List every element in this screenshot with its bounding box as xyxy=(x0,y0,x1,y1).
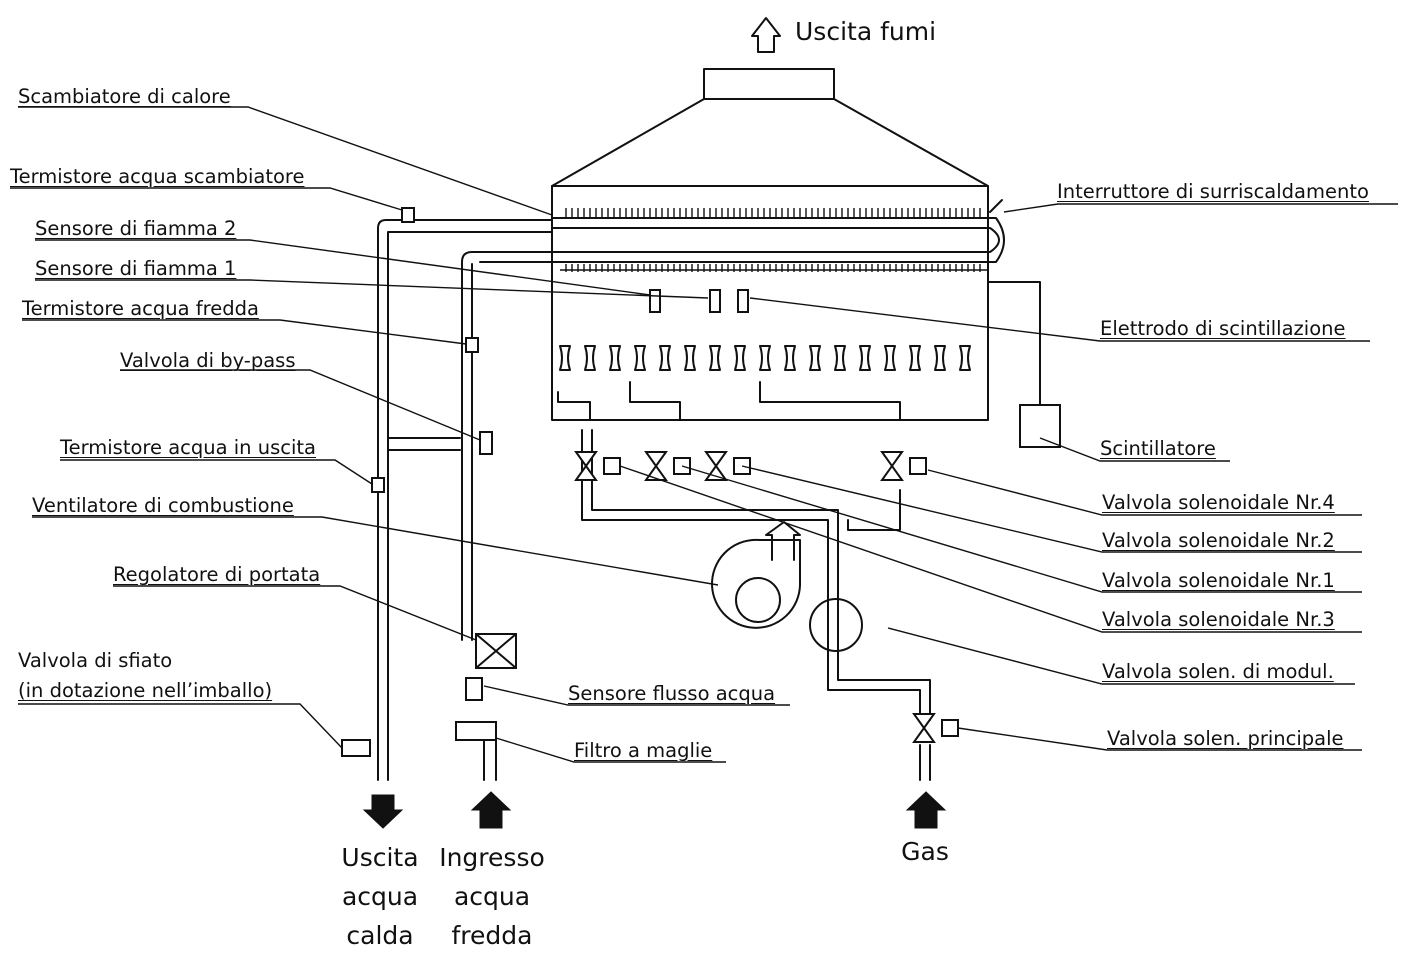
igniter-box xyxy=(1019,404,1061,448)
label-outlet-thermistor: Termistore acqua in uscita xyxy=(60,436,316,459)
hot-water-line-2: acqua xyxy=(341,882,419,911)
flame-sensor-icons xyxy=(649,289,749,313)
solenoid-valves xyxy=(574,451,959,743)
gas-governor xyxy=(809,598,863,652)
label-mesh-filter: Filtro a maglie xyxy=(574,739,713,762)
label-vent-valve-note: (in dotazione nell’imballo) xyxy=(18,679,273,702)
label-modulating-solenoid: Valvola solen. di modul. xyxy=(1102,660,1334,683)
hot-water-pipe xyxy=(377,219,553,781)
flow-sensor-icon xyxy=(465,677,483,701)
gas-in-arrow-icon xyxy=(905,791,947,829)
label-main-solenoid: Valvola solen. principale xyxy=(1107,727,1344,750)
cold-water-line-1: Ingresso xyxy=(439,843,545,872)
cold-water-inlet-label: Ingresso acqua fredda xyxy=(432,838,552,955)
exchanger-thermistor-icon xyxy=(401,207,415,223)
vent-valve-icon xyxy=(341,739,371,757)
combustion-fan xyxy=(711,521,801,629)
label-flow-regulator: Regolatore di portata xyxy=(113,563,321,586)
label-flow-sensor: Sensore flusso acqua xyxy=(568,682,776,705)
hot-water-out-arrow-icon xyxy=(362,794,404,829)
label-vent-valve: Valvola di sfiato xyxy=(18,649,173,672)
label-exchanger-thermistor: Termistore acqua scambiatore xyxy=(10,165,305,188)
gas-manifold xyxy=(557,381,931,781)
cold-water-pipe xyxy=(461,251,497,781)
label-solenoid-3: Valvola solenoidale Nr.3 xyxy=(1102,608,1335,631)
label-solenoid-2: Valvola solenoidale Nr.2 xyxy=(1102,529,1335,552)
label-combustion-fan: Ventilatore di combustione xyxy=(32,494,294,517)
cold-water-line-2: acqua xyxy=(453,882,531,911)
burner-row xyxy=(559,345,971,371)
flue-outlet-label: Uscita fumi xyxy=(795,17,937,46)
label-igniter: Scintillatore xyxy=(1100,437,1216,460)
cold-water-in-arrow-icon xyxy=(470,791,512,829)
label-flame-sensor-2: Sensore di fiamma 2 xyxy=(35,217,237,240)
label-spark-electrode: Elettrodo di scintillazione xyxy=(1100,317,1346,340)
label-bypass-valve: Valvola di by-pass xyxy=(120,349,296,372)
overheat-switch-icon xyxy=(989,199,1003,213)
igniter-wire xyxy=(987,281,1041,406)
label-flame-sensor-1: Sensore di fiamma 1 xyxy=(35,257,237,280)
flue-arrow-icon xyxy=(751,17,781,53)
hot-water-line-3: calda xyxy=(346,921,414,950)
flue-hood xyxy=(551,68,989,421)
outlet-thermistor-icon xyxy=(371,477,385,493)
heat-exchanger-tubes xyxy=(471,217,1005,271)
cold-thermistor-icon xyxy=(465,337,479,353)
hot-water-outlet-label: Uscita acqua calda xyxy=(330,838,430,955)
hot-water-line-1: Uscita xyxy=(341,843,419,872)
gas-inlet-label: Gas xyxy=(901,837,949,866)
label-solenoid-1: Valvola solenoidale Nr.1 xyxy=(1102,569,1335,592)
label-solenoid-4: Valvola solenoidale Nr.4 xyxy=(1102,491,1335,514)
label-overheat-switch: Interruttore di surriscaldamento xyxy=(1057,180,1369,203)
label-heat-exchanger: Scambiatore di calore xyxy=(18,85,231,108)
mesh-filter-icon xyxy=(455,721,497,741)
leader-lines xyxy=(10,106,1398,763)
cold-water-line-3: fredda xyxy=(451,921,533,950)
label-cold-water-thermistor: Termistore acqua fredda xyxy=(22,297,259,320)
bypass-valve-icon xyxy=(479,431,493,455)
